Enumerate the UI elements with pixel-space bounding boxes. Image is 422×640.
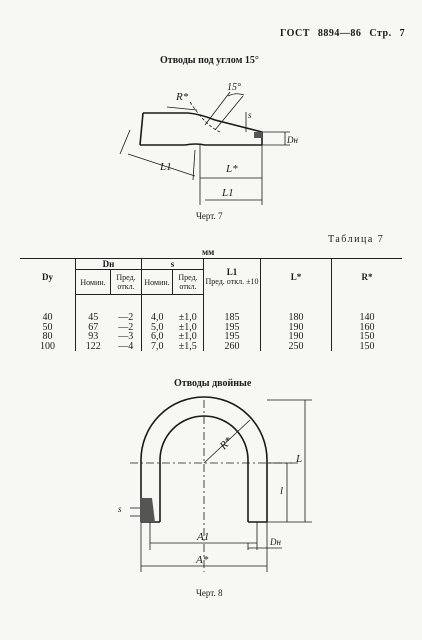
caption-8: Черт. 8 <box>196 588 223 598</box>
label-L: L <box>295 453 302 465</box>
cell-l: 180 <box>260 294 332 323</box>
drawing-7: R* 15° s Dн L1 L* L1 <box>119 82 298 205</box>
header-l1: L1 Пред. откл. ±10 <box>203 258 261 295</box>
cell-s-dev: ±1,0 <box>178 312 197 323</box>
cell-dn-dev: —2 <box>118 312 134 323</box>
dimension-lines <box>130 399 312 572</box>
cell-dn-dev: —3 <box>118 331 134 342</box>
header-s: s <box>141 258 204 270</box>
sub-dn-dev: Пред. откл. <box>110 269 142 295</box>
cell-l: 190 <box>260 332 332 342</box>
cell-s-dev: ±1,5 <box>178 340 197 352</box>
cell-l1: 195 <box>203 332 261 342</box>
label-l: L* <box>225 163 238 175</box>
cell-dn: 93 <box>75 332 111 342</box>
cell-l: 190 <box>260 322 332 332</box>
cell-l1: 260 <box>203 341 261 351</box>
dimension-lines <box>119 91 290 205</box>
page-header: ГОСТ 8894—86 Стр. 7 <box>280 28 410 39</box>
label-l1-bottom: L1 <box>221 187 234 199</box>
cell-dy: 80 <box>42 331 53 342</box>
cell-s: 6,0 <box>141 332 173 342</box>
cell-dy: 100 <box>40 340 55 352</box>
label-r: R* <box>217 435 235 453</box>
label-r: R* <box>175 91 189 103</box>
cell-dy: 50 <box>42 321 53 333</box>
page-label: Стр. <box>369 28 392 39</box>
section2-title: Отводы двойные <box>174 378 252 389</box>
table-7: Dу Dн s L1 Пред. откл. ±10 L* R* Номин. … <box>20 258 402 351</box>
cell-l1: 185 <box>203 294 261 323</box>
cell-l: 250 <box>260 341 332 351</box>
header-l1-title: L1 <box>226 267 238 278</box>
table-unit: мм <box>202 247 215 257</box>
label-s: s <box>118 504 122 514</box>
wall-hatch <box>140 498 155 522</box>
cell-s: 7,0 <box>141 341 173 351</box>
cell-r: 160 <box>331 322 402 332</box>
sub-dn-nom: Номин. <box>75 269 111 295</box>
header-dy: Dу <box>20 258 76 295</box>
sub-s-dev: Пред. откл. <box>172 269 204 295</box>
page-number: 7 <box>399 28 406 39</box>
cell-s-dev: ±1,0 <box>178 321 197 333</box>
label-a: A* <box>195 554 209 566</box>
label-angle: 15° <box>227 82 241 93</box>
cell-r: 150 <box>331 332 402 342</box>
cell-r: 140 <box>331 294 402 323</box>
drawing-8: R* L l s A1 Dн A* <box>118 396 312 572</box>
label-l1-left: L1 <box>159 161 172 173</box>
caption-7: Черт. 7 <box>196 211 223 221</box>
cell-dn: 67 <box>75 322 111 332</box>
header-l: L* <box>260 258 332 295</box>
cell-dy: 40 <box>42 311 53 323</box>
label-dn: Dн <box>269 537 281 547</box>
table-row: 100 122 —4 7,0 ±1,5 260 250 150 <box>20 340 402 352</box>
cell-l1: 195 <box>203 322 261 332</box>
cell-s: 4,0 <box>141 294 173 323</box>
label-s: s <box>248 110 252 120</box>
pipe-15deg-outline <box>139 112 263 146</box>
table-row: 50 67 —2 5,0 ±1,0 195 190 160 <box>20 321 402 333</box>
table-row: 40 45 —2 4,0 ±1,0 185 180 140 <box>20 294 402 323</box>
cell-dn-dev: —4 <box>118 340 134 352</box>
standard-label: ГОСТ <box>280 28 310 39</box>
label-dn: Dн <box>286 135 298 145</box>
header-dn: Dн <box>75 258 142 270</box>
wall-hatch <box>254 132 262 138</box>
cell-r: 150 <box>331 341 402 351</box>
cell-s-dev: ±1,0 <box>178 331 197 342</box>
cell-s: 5,0 <box>141 322 173 332</box>
section1-title: Отводы под углом 15° <box>160 55 259 66</box>
standard-number: 8894—86 <box>317 28 362 39</box>
cell-dn: 45 <box>75 294 111 323</box>
cell-dn-dev: —2 <box>118 321 134 333</box>
label-l: l <box>280 485 283 497</box>
label-a1: A1 <box>196 531 209 543</box>
sub-s-nom: Номин. <box>141 269 173 295</box>
table-row: 80 93 —3 6,0 ±1,0 195 190 150 <box>20 332 402 342</box>
header-r: R* <box>331 258 402 295</box>
table-title: Таблица 7 <box>328 234 385 245</box>
header-l1-dev: Пред. откл. ±10 <box>205 277 259 287</box>
cell-dn: 122 <box>75 341 111 351</box>
